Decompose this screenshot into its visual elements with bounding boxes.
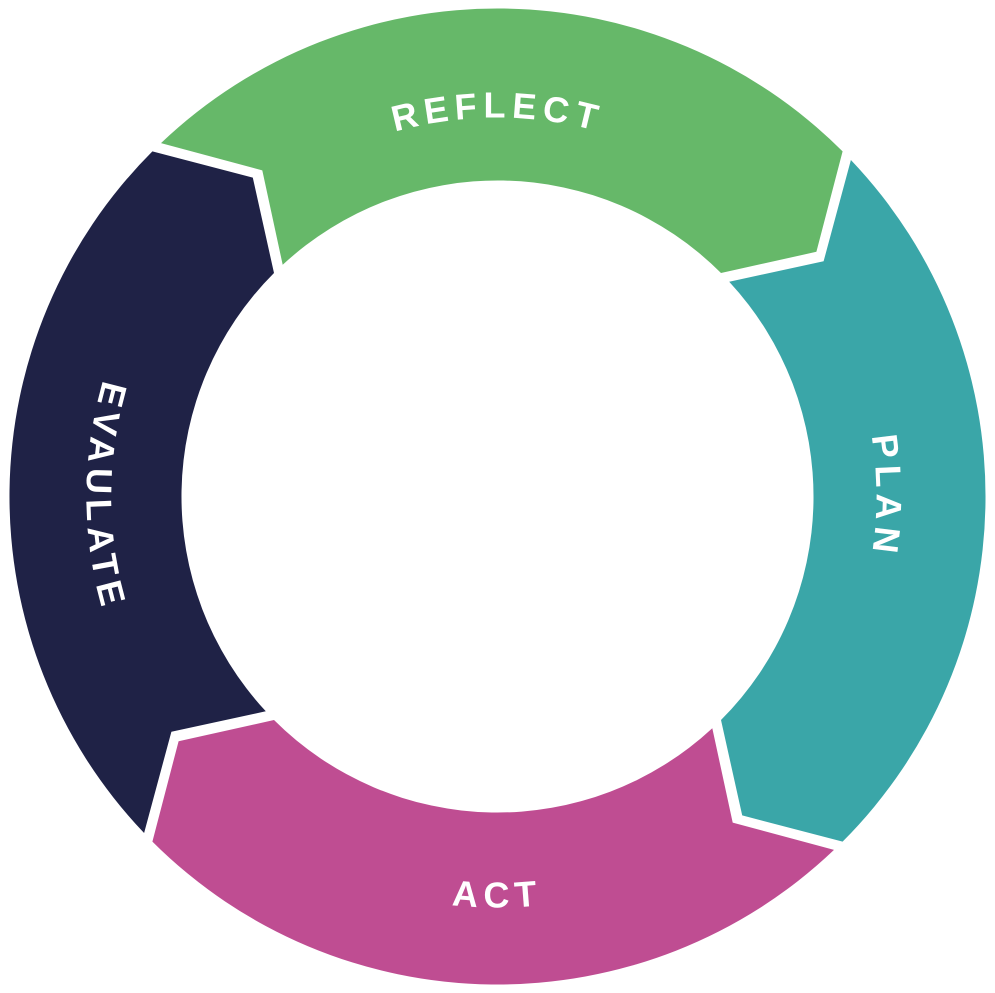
segment-label-act: ACT bbox=[451, 872, 544, 915]
segment-label-plan-text: PLAN bbox=[864, 432, 904, 561]
segment-reflect bbox=[161, 8, 843, 274]
segment-evaulate bbox=[9, 151, 275, 833]
segment-plan bbox=[721, 160, 986, 842]
segment-label-plan: PLAN bbox=[864, 432, 910, 561]
segment-label-act-text: ACT bbox=[451, 872, 538, 915]
segment-act bbox=[152, 720, 834, 985]
